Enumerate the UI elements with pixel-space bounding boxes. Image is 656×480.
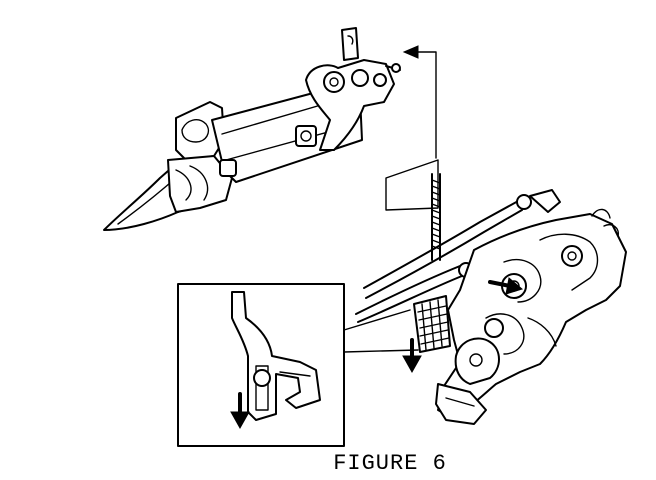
bracket-nut bbox=[219, 159, 237, 177]
figure-caption: FIGURE 6 bbox=[333, 451, 447, 476]
door-latch-assembly bbox=[413, 208, 627, 425]
rail-nut bbox=[295, 125, 317, 147]
leader-arrowhead bbox=[402, 45, 419, 59]
arrow-latch-down bbox=[402, 338, 422, 374]
mount-tab bbox=[341, 27, 359, 61]
inset-frame bbox=[177, 283, 345, 447]
arrow-rod-right bbox=[488, 277, 524, 295]
inset-arrow bbox=[230, 411, 250, 430]
connector-leader bbox=[402, 45, 437, 159]
inset-pin bbox=[253, 369, 271, 387]
latch-tab bbox=[435, 383, 487, 425]
inset-lever bbox=[231, 291, 321, 421]
handle-bracket bbox=[167, 155, 233, 213]
control-rods bbox=[355, 189, 561, 323]
latch-rotor bbox=[454, 337, 500, 385]
inset-detail bbox=[177, 283, 419, 447]
inside-handle-assembly bbox=[103, 27, 401, 231]
latch-body bbox=[437, 213, 627, 419]
callout-box bbox=[385, 159, 439, 211]
